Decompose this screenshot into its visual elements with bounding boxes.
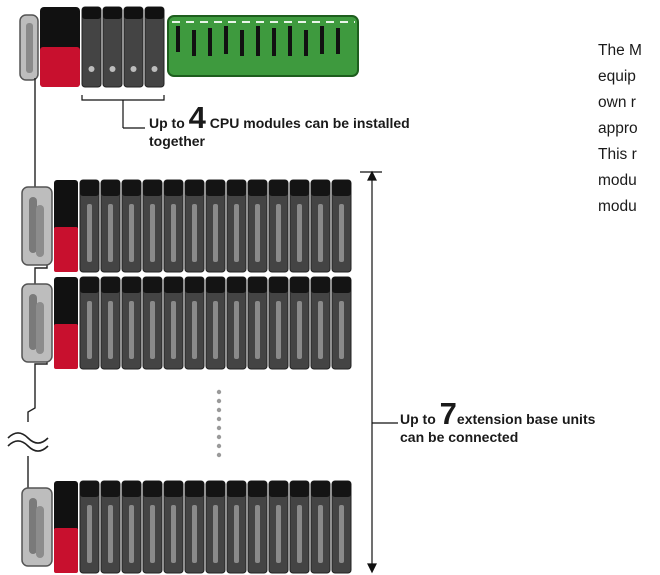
description-line: appro (598, 120, 638, 137)
extension-callout-line2: can be connected (400, 429, 519, 445)
extension-callout: Up to 7extension base units can be conne… (400, 398, 596, 446)
cpu-callout-number: 4 (188, 100, 206, 135)
description-line: The M (598, 42, 642, 59)
power-supply-module (40, 47, 80, 87)
vertical-ellipsis (216, 389, 222, 458)
extension-base-unit (21, 276, 352, 370)
cpu-callout: Up to 4 CPU modules can be installed tog… (149, 102, 410, 150)
extension-callout-prefix: Up to (400, 411, 436, 427)
description-text: The M equip own r appro This r modu modu (598, 38, 660, 220)
description-line: modu (598, 172, 637, 189)
description-line: modu (598, 198, 637, 215)
extension-range-indicator (360, 170, 398, 574)
description-line: This r (598, 146, 637, 163)
description-line: own r (598, 94, 636, 111)
cpu-bracket (81, 95, 165, 129)
cpu-callout-suffix: CPU modules can be installed (209, 115, 410, 131)
extension-base-unit (21, 480, 352, 574)
cpu-modules (81, 6, 165, 88)
cpu-callout-prefix: Up to (149, 115, 185, 131)
description-line: equip (598, 68, 636, 85)
main-base-unit (19, 6, 359, 88)
cpu-callout-line2: together (149, 133, 205, 149)
extension-base-unit (21, 179, 352, 273)
extension-callout-suffix: extension base units (456, 411, 596, 427)
extension-callout-number: 7 (439, 396, 457, 431)
io-board (167, 15, 359, 77)
